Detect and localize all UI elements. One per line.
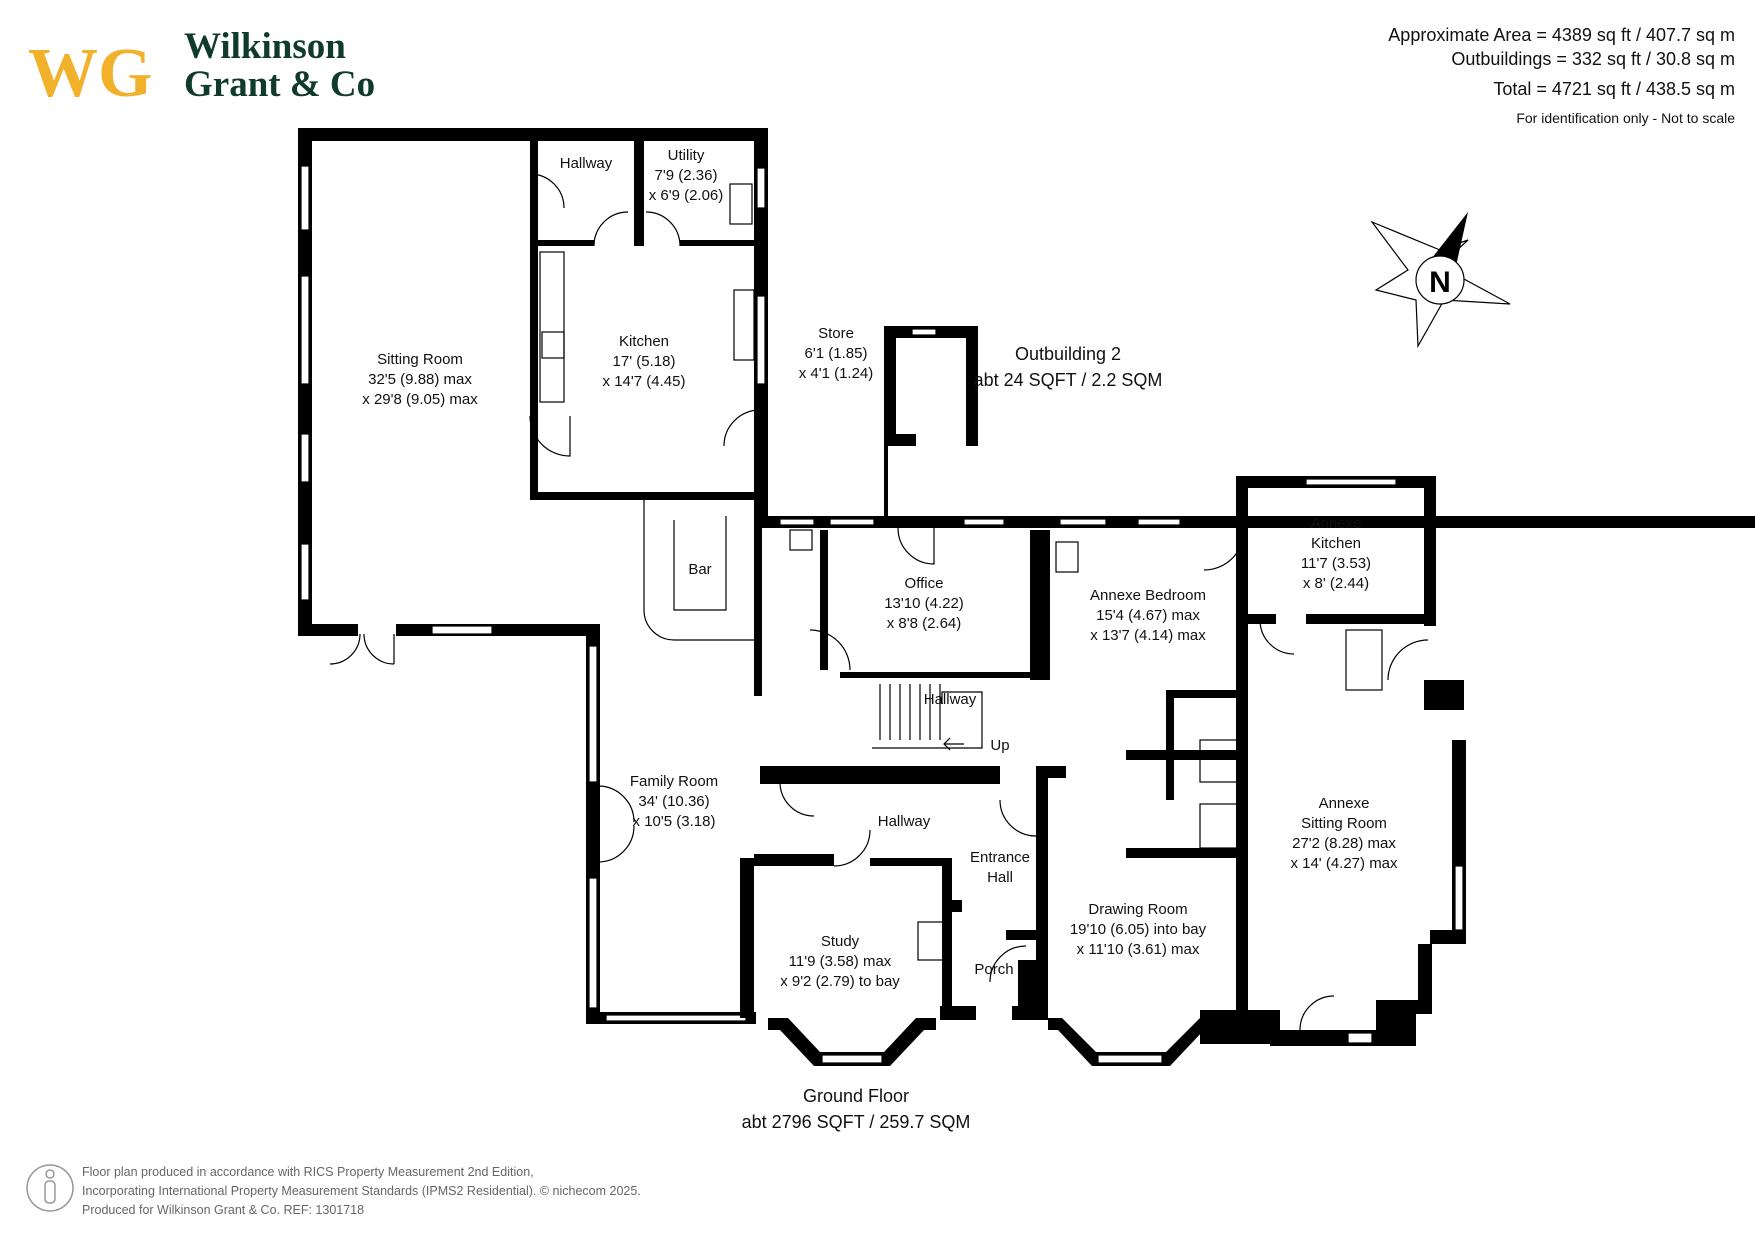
label-office: Office — [905, 575, 944, 592]
outbuilding-title: Outbuilding 2 — [1015, 344, 1121, 364]
label-drawing-room-dim1: 19'10 (6.05) into bay — [1070, 921, 1207, 938]
label-kitchen-dim1: 17' (5.18) — [613, 353, 676, 370]
label-annexe-kitchen: Annexe — [1311, 515, 1362, 532]
label-store: Store — [818, 325, 854, 342]
label-hallway-mid: Hallway — [924, 691, 977, 708]
label-annexe-kitchen-2: Kitchen — [1311, 535, 1361, 552]
label-annexe-sitting-dim1: 27'2 (8.28) max — [1292, 835, 1396, 852]
label-utility-dim2: x 6'9 (2.06) — [649, 187, 724, 204]
label-drawing-room: Drawing Room — [1088, 901, 1187, 918]
floor-title: Ground Floor — [803, 1086, 909, 1106]
label-study-dim1: 11'9 (3.58) max — [789, 953, 892, 970]
label-up: Up — [990, 737, 1009, 754]
label-annexe-kitchen-dim1: 11'7 (3.53) — [1301, 555, 1371, 572]
study-shower-icon — [917, 921, 951, 961]
label-drawing-room-dim2: x 11'10 (3.61) max — [1077, 941, 1200, 958]
north-compass-icon: N — [1370, 212, 1511, 349]
label-annexe-sitting-dim2: x 14' (4.27) max — [1290, 855, 1398, 872]
label-sitting-room: Sitting Room — [377, 351, 463, 368]
sink-icon — [733, 289, 755, 361]
brand-logo: WG Wilkinson Grant & Co — [28, 26, 375, 112]
label-kitchen: Kitchen — [619, 333, 669, 350]
hob-icon — [541, 331, 565, 359]
annexe-shower-icon — [1345, 629, 1383, 691]
label-annexe-bedroom: Annexe Bedroom — [1090, 587, 1206, 604]
shower-icon — [1199, 739, 1239, 783]
label-porch: Porch — [974, 961, 1013, 978]
label-office-dim1: 13'10 (4.22) — [884, 595, 964, 612]
shower-icon-2 — [1199, 803, 1239, 849]
logo-name-line2: Grant & Co — [184, 64, 375, 105]
logo-initials: WG — [28, 35, 152, 112]
footer-text: Floor plan produced in accordance with R… — [82, 1163, 641, 1220]
label-store-dim2: x 4'1 (1.24) — [799, 365, 874, 382]
area-approximate: Approximate Area = 4389 sq ft / 407.7 sq… — [1388, 25, 1735, 45]
footer-line2: Incorporating International Property Mea… — [82, 1184, 641, 1198]
label-utility: Utility — [668, 147, 705, 164]
outbuilding-area: abt 24 SQFT / 2.2 SQM — [974, 370, 1163, 390]
label-annexe-sitting: Annexe — [1319, 795, 1370, 812]
basin-icon — [1055, 541, 1079, 573]
room-labels: Sitting Room 32'5 (9.88) max x 29'8 (9.0… — [362, 147, 1398, 1132]
label-family-room-dim2: x 10'5 (3.18) — [633, 813, 716, 830]
label-kitchen-dim2: x 14'7 (4.45) — [603, 373, 686, 390]
label-annexe-bedroom-dim1: 15'4 (4.67) max — [1096, 607, 1200, 624]
label-store-dim1: 6'1 (1.85) — [805, 345, 868, 362]
fixtures — [539, 183, 1383, 961]
scale-note: For identification only - Not to scale — [1516, 110, 1735, 126]
label-sitting-room-dim1: 32'5 (9.88) max — [368, 371, 472, 388]
footer-line3: Produced for Wilkinson Grant & Co. REF: … — [82, 1203, 365, 1217]
person-icon — [26, 1164, 74, 1212]
label-entrance-hall: Entrance — [970, 849, 1030, 866]
label-office-dim2: x 8'8 (2.64) — [887, 615, 962, 632]
label-family-room: Family Room — [630, 773, 718, 790]
floor-area: abt 2796 SQFT / 259.7 SQM — [742, 1112, 971, 1132]
label-annexe-bedroom-dim2: x 13'7 (4.14) max — [1090, 627, 1206, 644]
label-study: Study — [821, 933, 860, 950]
doors — [329, 173, 1429, 1031]
label-hallway-top: Hallway — [560, 155, 613, 172]
wc-icon — [789, 529, 813, 551]
label-bar: Bar — [688, 561, 711, 578]
area-outbuildings: Outbuildings = 332 sq ft / 30.8 sq m — [1451, 49, 1735, 69]
area-total: Total = 4721 sq ft / 438.5 sq m — [1493, 79, 1735, 99]
logo-name-line1: Wilkinson — [184, 26, 346, 67]
label-utility-dim1: 7'9 (2.36) — [655, 167, 718, 184]
utility-sink-icon — [729, 183, 753, 225]
label-entrance-hall-2: Hall — [987, 869, 1013, 886]
label-hallway-low: Hallway — [878, 813, 931, 830]
compass-letter: N — [1429, 266, 1451, 299]
label-annexe-kitchen-dim2: x 8' (2.44) — [1303, 575, 1369, 592]
label-annexe-sitting-2: Sitting Room — [1301, 815, 1387, 832]
walls — [298, 128, 1755, 1066]
label-study-dim2: x 9'2 (2.79) to bay — [780, 973, 900, 990]
label-sitting-room-dim2: x 29'8 (9.05) max — [362, 391, 478, 408]
label-family-room-dim1: 34' (10.36) — [638, 793, 709, 810]
footer-line1: Floor plan produced in accordance with R… — [82, 1165, 534, 1179]
